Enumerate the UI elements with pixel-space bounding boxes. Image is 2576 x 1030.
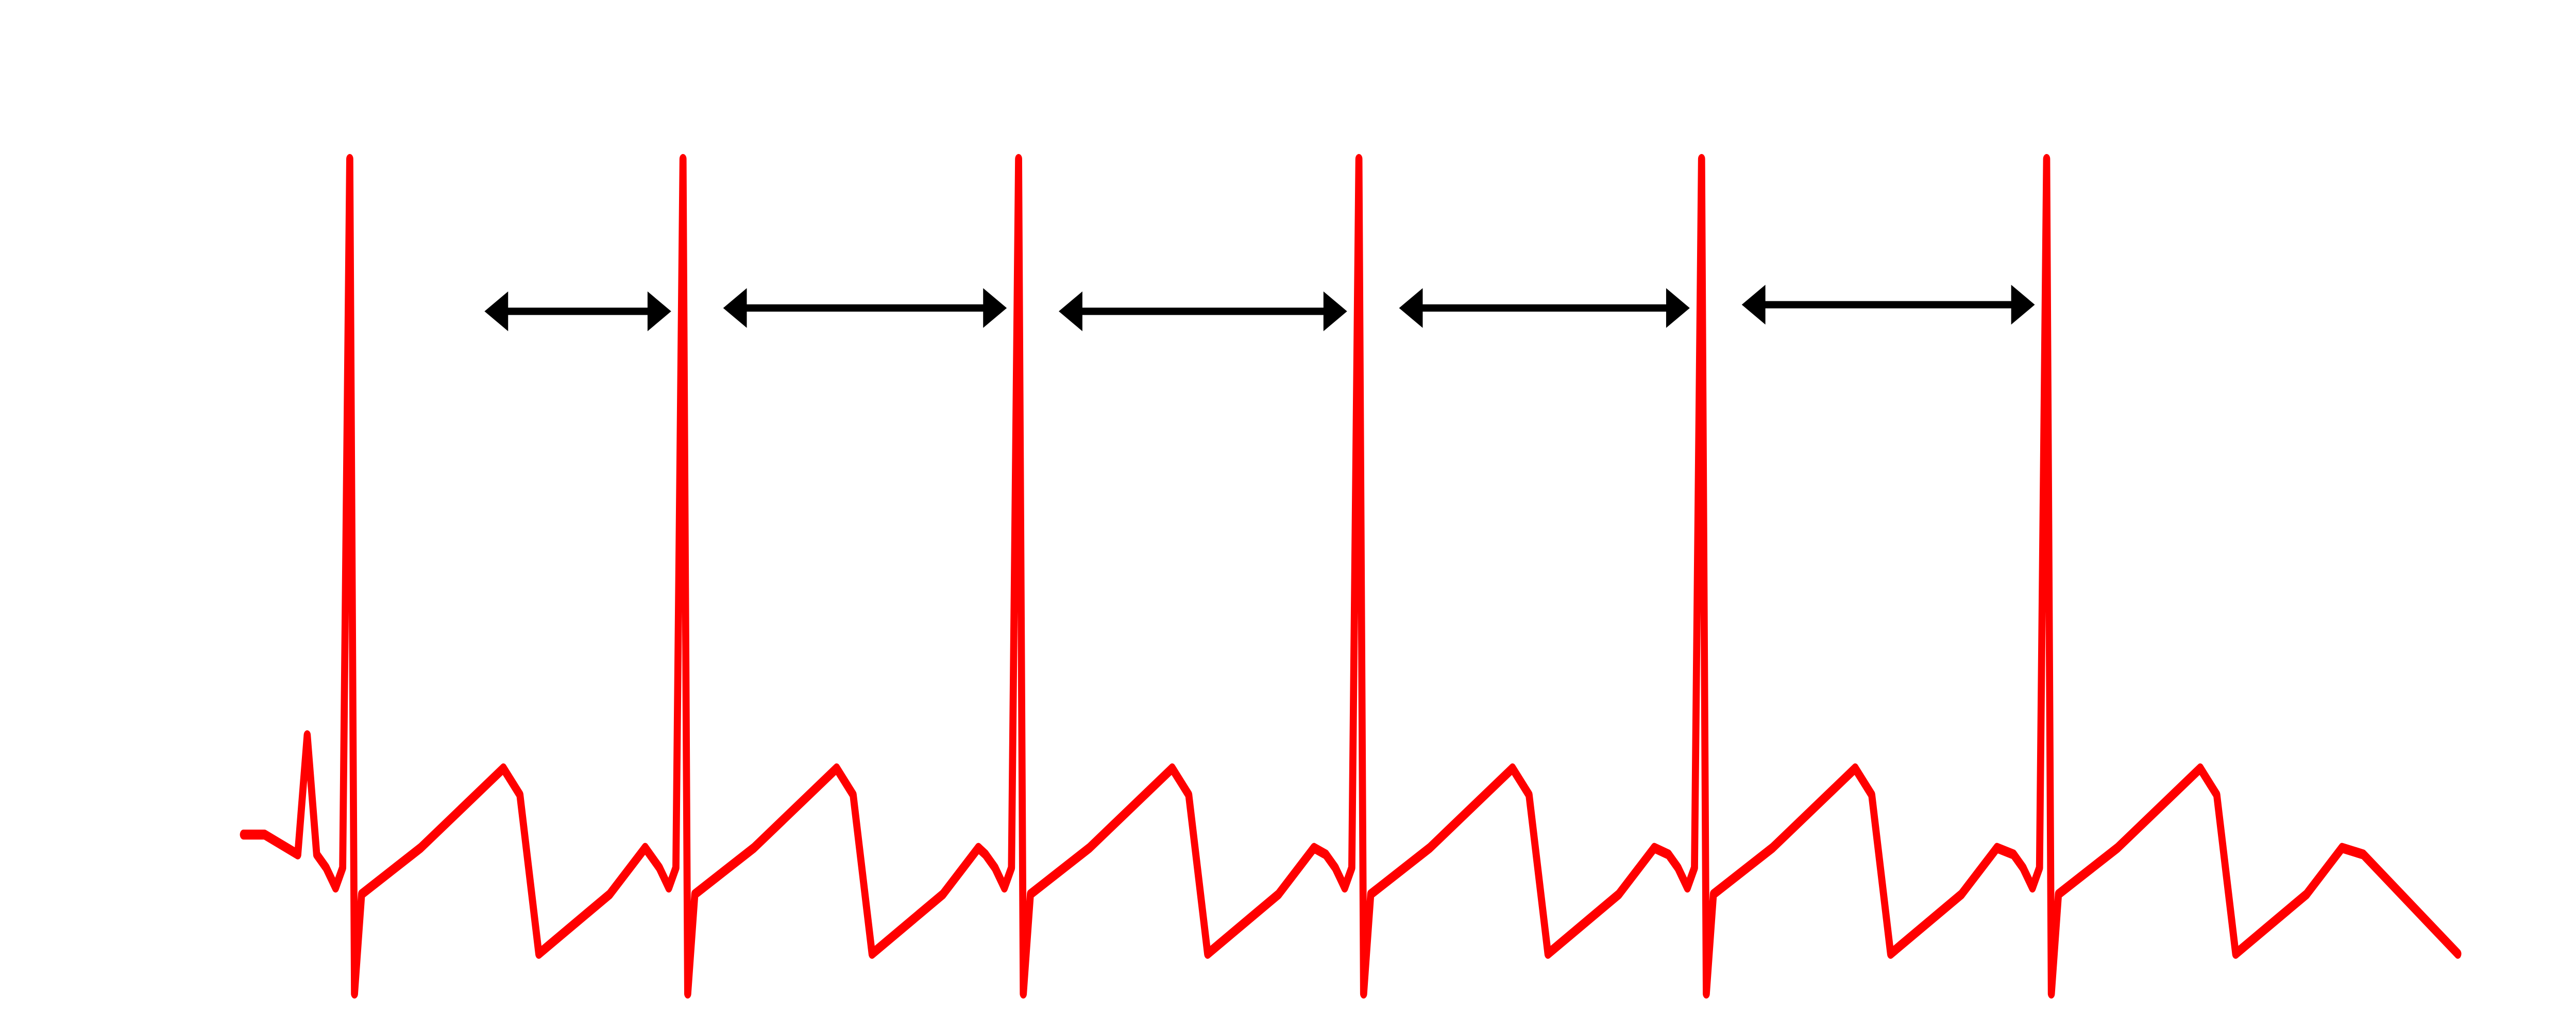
rr-interval-arrow-5: [1741, 285, 2035, 325]
arrowhead-right-icon: [647, 291, 671, 332]
arrowhead-left-icon: [484, 291, 509, 332]
arrowhead-right-icon: [1666, 288, 1690, 328]
rr-interval-arrow-1: [484, 291, 671, 332]
arrowhead-left-icon: [723, 288, 747, 328]
ecg-waveform-line: [240, 154, 2462, 999]
arrowhead-left-icon: [1741, 285, 1766, 325]
arrowhead-right-icon: [2011, 285, 2035, 325]
arrowhead-left-icon: [1059, 291, 1082, 332]
rr-interval-arrow-4: [1399, 288, 1690, 328]
arrowhead-right-icon: [1323, 291, 1347, 332]
arrowhead-left-icon: [1399, 288, 1423, 328]
arrowhead-right-icon: [983, 288, 1007, 328]
rr-interval-arrow-3: [1059, 291, 1347, 332]
ecg-trace: [240, 154, 2462, 999]
rr-interval-arrow-2: [723, 288, 1007, 328]
rr-interval-arrows: [484, 285, 2035, 332]
